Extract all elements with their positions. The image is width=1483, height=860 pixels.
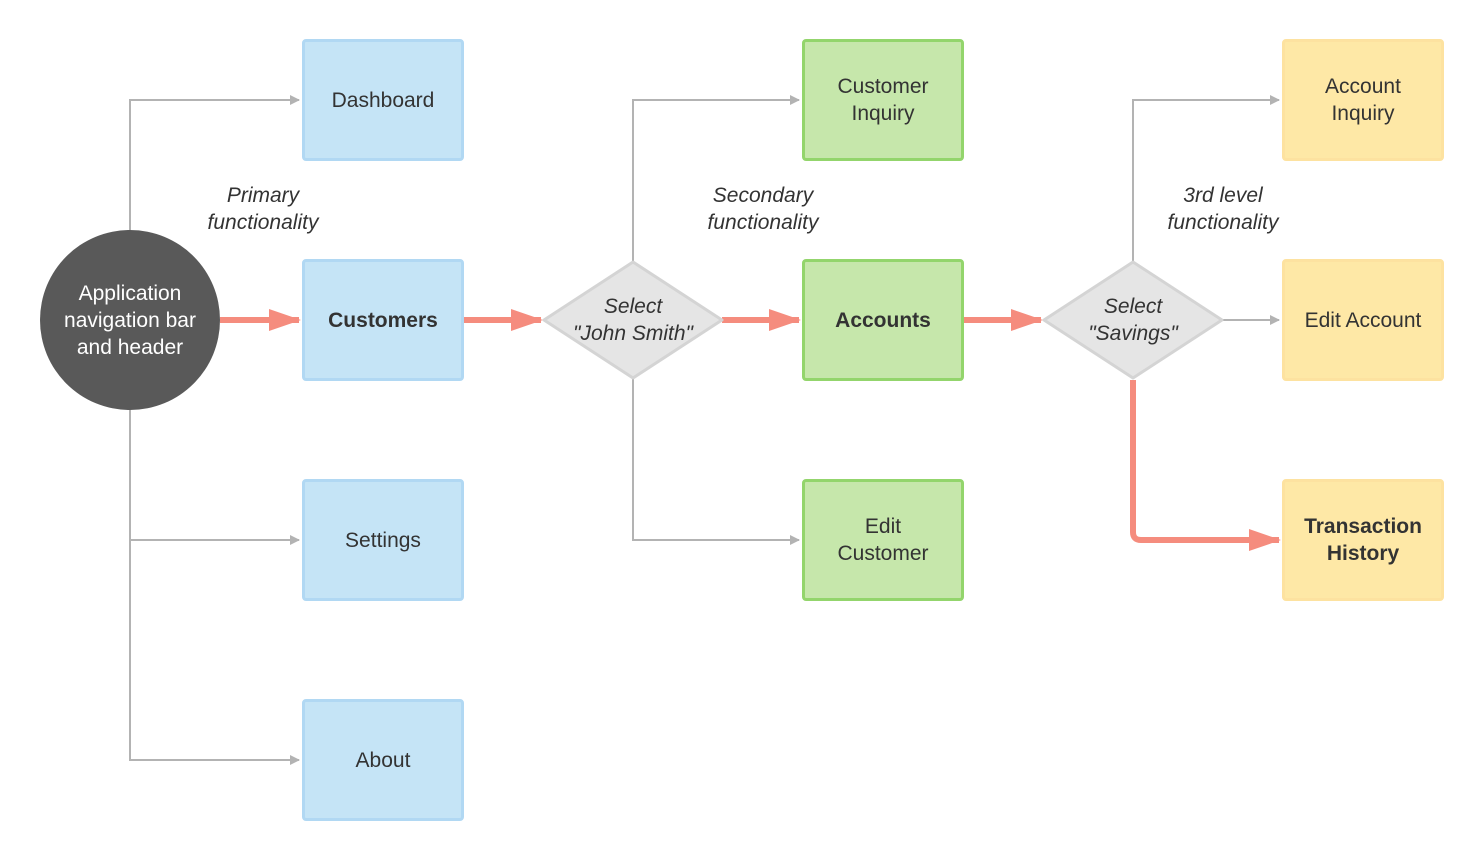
- node-settings[interactable]: Settings: [302, 479, 464, 601]
- node-accounts[interactable]: Accounts: [802, 259, 964, 381]
- connector-select-edit-customer: [632, 378, 800, 545]
- decision-select-customer[interactable]: [542, 260, 724, 380]
- caption-tertiary-functionality: 3rd level functionality: [1167, 184, 1279, 234]
- caption-primary-functionality: Primary functionality: [207, 184, 319, 234]
- decision-select-account[interactable]: [1042, 260, 1224, 380]
- connector-select-customer-inquiry: [632, 95, 800, 262]
- app-navigation-hub[interactable]: Application navigation bar and header: [40, 230, 220, 410]
- connector-hub-dashboard: [129, 95, 300, 230]
- connector-hub-about: [129, 540, 300, 765]
- node-customers[interactable]: Customers: [302, 259, 464, 381]
- node-transaction-history[interactable]: Transaction History: [1282, 479, 1444, 601]
- node-edit-customer[interactable]: Edit Customer: [802, 479, 964, 601]
- connector-hub-settings: [129, 410, 300, 545]
- node-edit-account[interactable]: Edit Account: [1282, 259, 1444, 381]
- node-account-inquiry[interactable]: Account Inquiry: [1282, 39, 1444, 161]
- node-about[interactable]: About: [302, 699, 464, 821]
- connector-select-account-inquiry: [1132, 95, 1280, 262]
- caption-secondary-functionality: Secondary functionality: [707, 184, 819, 234]
- node-customer-inquiry[interactable]: Customer Inquiry: [802, 39, 964, 161]
- node-dashboard[interactable]: Dashboard: [302, 39, 464, 161]
- highlight-select-transaction-history: [1130, 380, 1281, 551]
